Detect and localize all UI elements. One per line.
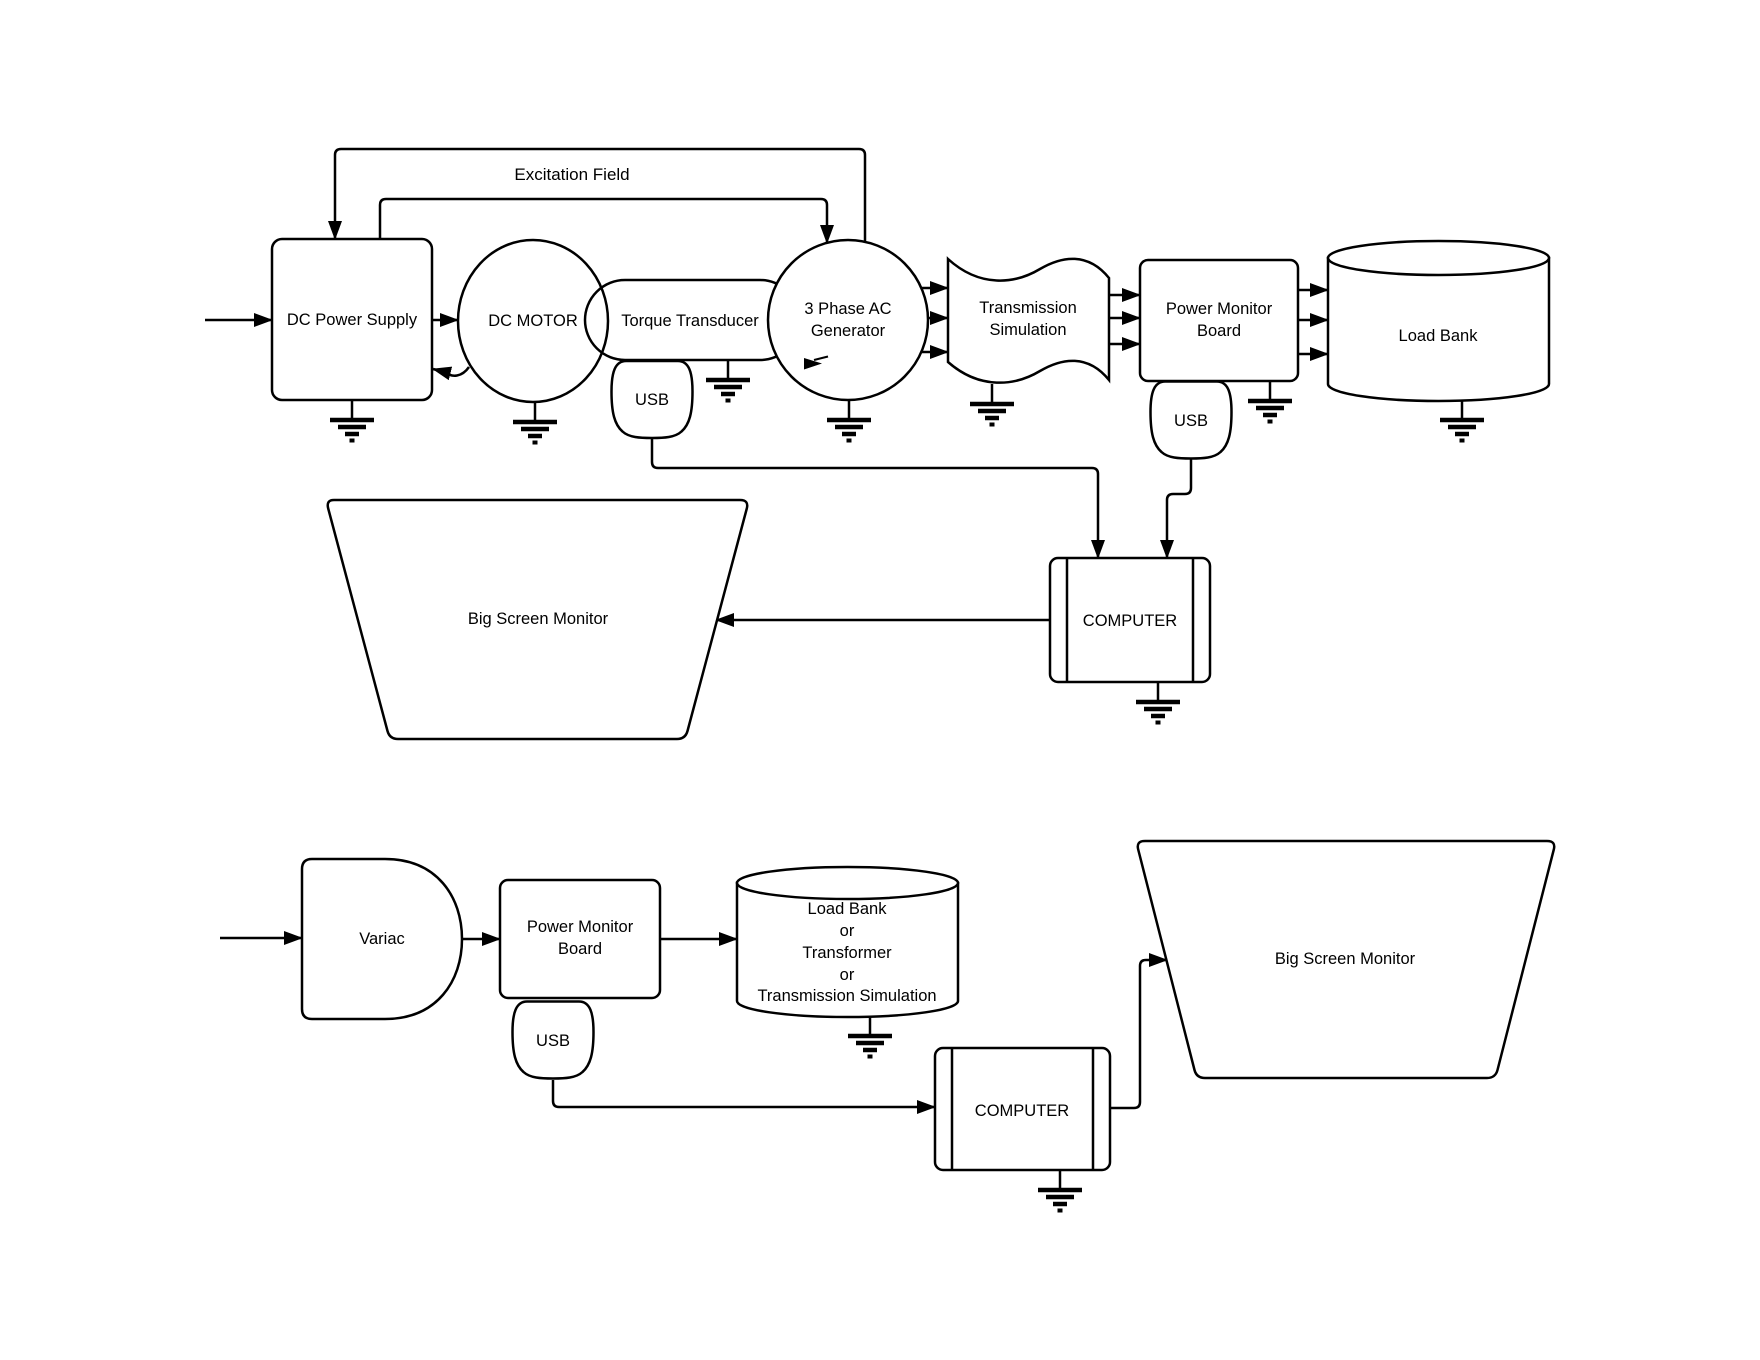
transmission-label-line1: Transmission	[979, 299, 1077, 317]
generator-rotation-icon	[804, 355, 829, 370]
load-bank-cylinder-body	[1326, 256, 1551, 403]
ground-icon	[827, 400, 871, 441]
power-monitor-label-line2: Board	[1197, 322, 1241, 340]
computer-box-1	[1048, 556, 1212, 684]
ground-icon	[513, 402, 557, 443]
load-bank-2-label-line3: Transformer	[802, 944, 892, 962]
computer-2-label: COMPUTER	[975, 1102, 1070, 1120]
load-bank-2-label-line2: or	[840, 922, 855, 940]
generator-label-line2: Generator	[811, 322, 886, 340]
usb-line-power-monitor-to-computer-2	[551, 1080, 936, 1114]
big-screen-monitor-shape-1	[326, 498, 749, 741]
variac-shape	[300, 857, 464, 1021]
ground-icon	[706, 360, 750, 401]
ground-icon	[1248, 381, 1292, 422]
load-bank-label: Load Bank	[1399, 327, 1479, 345]
ground-icon	[848, 1016, 892, 1057]
excitation-field-line-generator-to-supply	[328, 147, 867, 242]
variac-label: Variac	[359, 930, 405, 948]
ground-icon	[1440, 400, 1484, 441]
usb-label: USB	[635, 391, 669, 409]
usb-line-power-monitor-to-computer	[1160, 458, 1193, 559]
power-monitor-label-line1: Power Monitor	[1166, 300, 1273, 318]
computer-label: COMPUTER	[1083, 612, 1178, 630]
computer-box-2	[933, 1046, 1112, 1172]
usb-label: USB	[536, 1032, 570, 1050]
dc-motor-label: DC MOTOR	[488, 312, 578, 330]
big-screen-monitor-shape-2	[1136, 839, 1556, 1080]
usb-line-torque-to-computer	[650, 438, 1105, 559]
ground-icon	[1038, 1170, 1082, 1211]
load-bank-cylinder-top	[1326, 239, 1551, 277]
torque-transducer-label: Torque Transducer	[621, 312, 759, 330]
power-monitor-board-box-2	[498, 878, 662, 1000]
load-bank-2-label-line4: or	[840, 966, 855, 984]
generator-circle	[766, 238, 930, 402]
usb-label: USB	[1174, 412, 1208, 430]
generator-label-line1: 3 Phase AC	[804, 300, 891, 318]
ground-icon	[970, 384, 1014, 425]
excitation-field-label: Excitation Field	[514, 165, 629, 184]
ground-icon	[330, 400, 374, 441]
power-monitor-2-label-line2: Board	[558, 940, 602, 958]
dc-motor-circle	[456, 238, 610, 404]
dc-power-supply-label: DC Power Supply	[287, 311, 418, 329]
load-bank-2-label-line1: Load Bank	[808, 900, 888, 918]
arrow-motor-return-to-supply	[432, 366, 471, 381]
big-screen-monitor-label: Big Screen Monitor	[468, 610, 609, 628]
power-monitor-board-box-1	[1138, 258, 1300, 383]
power-monitor-2-label-line1: Power Monitor	[527, 918, 634, 936]
load-bank-cylinder-body-2	[735, 881, 960, 1019]
transmission-label-line2: Simulation	[989, 321, 1066, 339]
ground-icon	[1136, 682, 1180, 723]
excitation-field-line-supply-to-generator	[378, 197, 834, 244]
arrow-computer-to-monitor-2	[1110, 953, 1168, 1110]
load-bank-2-label-line5: Transmission Simulation	[757, 987, 936, 1005]
load-bank-cylinder-top-2	[735, 865, 960, 901]
big-screen-monitor-2-label: Big Screen Monitor	[1275, 950, 1416, 968]
transmission-simulation-shape	[946, 256, 1111, 384]
